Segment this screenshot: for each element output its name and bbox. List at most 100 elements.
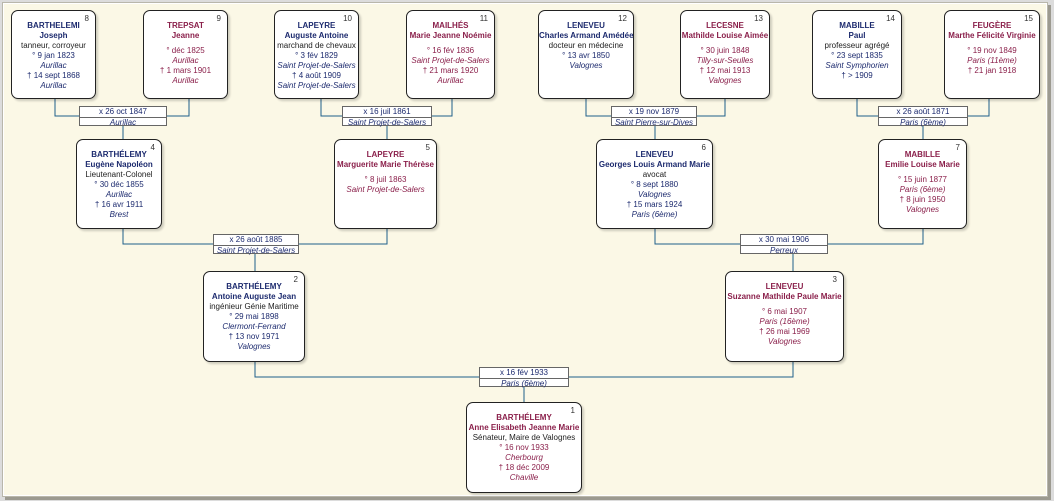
person-occupation: tanneur, corroyeur: [21, 41, 86, 50]
sosa-number: 5: [425, 143, 430, 152]
person-surname: MAILHÉS: [432, 21, 469, 30]
birth-date: ° 15 juin 1877: [897, 175, 947, 184]
marriage-date: x 26 oct 1847: [80, 107, 166, 118]
person-given-names: Georges Louis Armand Marie: [598, 160, 711, 169]
person-given-names: Marie Jeanne Noémie: [409, 31, 492, 40]
death-place: Aurillac: [437, 76, 464, 85]
death-place: Valognes: [767, 337, 802, 346]
birth-place: Valognes: [569, 61, 603, 70]
death-place: Valognes: [237, 342, 271, 351]
birth-place: Aurillac: [172, 56, 199, 65]
sosa-number: 3: [832, 275, 837, 284]
death-date: † 21 mars 1920: [422, 66, 479, 75]
person-given-names: Emilie Louise Marie: [885, 160, 960, 169]
person-surname: BARTHELEMI: [27, 21, 80, 30]
sosa-number: 14: [886, 14, 895, 23]
birth-place: Paris (6ème): [899, 185, 946, 194]
birth-place: Cherbourg: [505, 453, 543, 462]
sosa-number: 12: [618, 14, 627, 23]
sosa-number: 1: [570, 406, 575, 415]
marriage-date: x 16 fév 1933: [480, 368, 568, 379]
birth-date: ° 30 déc 1855: [94, 180, 144, 189]
marriage-date: x 16 juil 1861: [343, 107, 431, 118]
death-date: † 26 mai 1969: [759, 327, 810, 336]
death-date: † 18 déc 2009: [498, 463, 550, 472]
birth-place: Paris (11ème): [967, 56, 1017, 65]
birth-date: ° 6 mai 1907: [761, 307, 807, 316]
death-date: † 14 sept 1868: [27, 71, 80, 80]
death-date: † > 1909: [841, 71, 873, 80]
person-surname: LENEVEU: [765, 282, 804, 291]
death-place: Aurillac: [40, 81, 67, 90]
death-date: † 16 avr 1911: [94, 200, 144, 209]
person-surname: LECESNE: [706, 21, 744, 30]
person-surname: FEUGÈRE: [972, 21, 1012, 30]
person-given-names: Paul: [848, 31, 866, 40]
marriage-date: x 26 août 1871: [879, 107, 967, 118]
marriage-date: x 19 nov 1879: [612, 107, 696, 118]
person-given-names: Anne Elisabeth Jeanne Marie: [468, 423, 580, 432]
death-place: Aurillac: [172, 76, 199, 85]
person-given-names: Auguste Antoine: [284, 31, 349, 40]
death-place: Valognes: [905, 205, 940, 214]
marriage-place: Paris (6ème): [501, 379, 547, 388]
sosa-number: 8: [84, 14, 89, 23]
person-given-names: Mathilde Louise Aimée: [681, 31, 769, 40]
person-given-names: Charles Armand Amédée: [539, 31, 634, 40]
birth-date: ° 30 juin 1848: [700, 46, 750, 55]
birth-place: Aurillac: [105, 190, 133, 199]
person-given-names: Joseph: [39, 31, 68, 40]
marriage-place: Paris (6ème): [900, 118, 946, 127]
death-place: Saint Projet-de-Salers: [277, 81, 356, 90]
death-date: † 13 nov 1971: [228, 332, 280, 341]
person-surname: BARTHÉLEMY: [496, 413, 552, 422]
marriage-date: x 30 mai 1906: [741, 235, 827, 246]
death-date: † 1 mars 1901: [159, 66, 212, 75]
death-place: Valognes: [708, 76, 742, 85]
person-surname: MABILLE: [839, 21, 875, 30]
birth-place: Saint Projet-de-Salers: [411, 56, 490, 65]
birth-place: Clermont-Ferrand: [222, 322, 286, 331]
birth-date: ° 9 jan 1823: [32, 51, 75, 60]
death-date: † 8 juin 1950: [899, 195, 946, 204]
marriage-place: Saint Projet-de-Salers: [347, 118, 427, 127]
person-occupation: docteur en médecine: [548, 41, 624, 50]
birth-date: ° 13 avr 1850: [562, 51, 610, 60]
person-surname: BARTHÉLEMY: [91, 150, 147, 159]
death-place: Brest: [109, 210, 129, 219]
birth-date: ° 16 fév 1836: [426, 46, 475, 55]
sosa-number: 9: [216, 14, 221, 23]
birth-date: ° 16 nov 1933: [499, 443, 549, 452]
birth-place: Aurillac: [40, 61, 67, 70]
death-place: Paris (6ème): [631, 210, 678, 219]
person-occupation: Lieutenant-Colonel: [85, 170, 153, 179]
person-occupation: professeur agrégé: [824, 41, 890, 50]
marriage-place: Aurillac: [109, 118, 137, 127]
person-given-names: Suzanne Mathilde Paule Marie: [727, 292, 842, 301]
person-surname: MABILLE: [904, 150, 941, 159]
sosa-number: 2: [293, 275, 298, 284]
person-surname: TREPSAT: [167, 21, 204, 30]
birth-place: Saint Projet-de-Salers: [346, 185, 425, 194]
death-place: Chaville: [509, 473, 539, 482]
